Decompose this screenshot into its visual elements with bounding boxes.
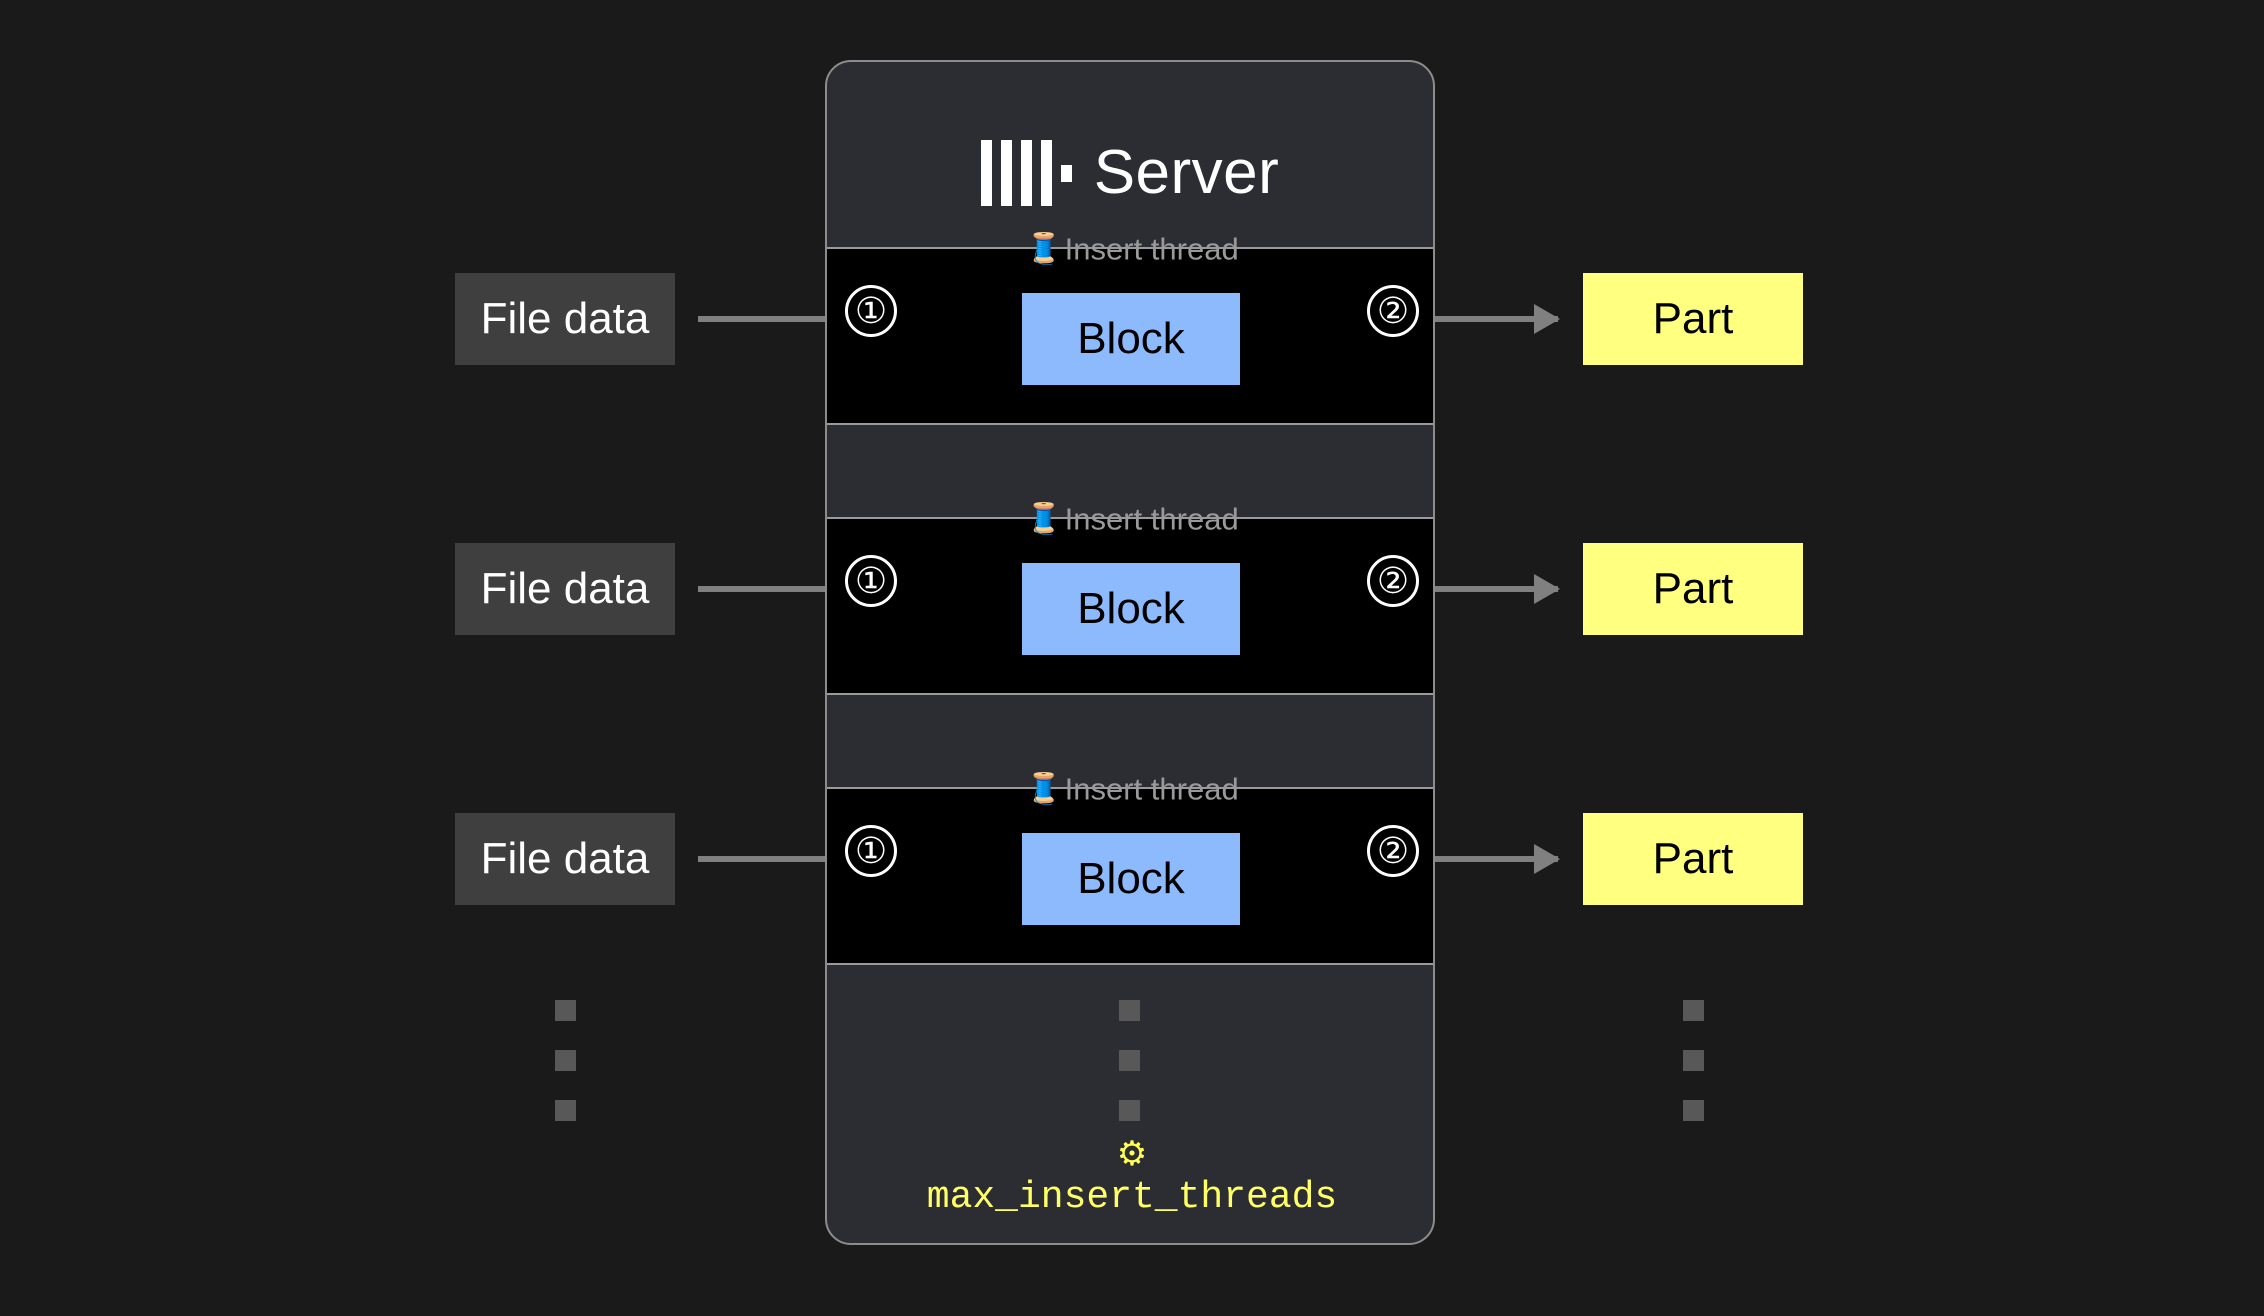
- server-card: Server 🧵 Insert thread ① ② Block 🧵 Inser…: [825, 60, 1435, 1245]
- thread-spool-icon: 🧵: [1025, 502, 1063, 535]
- ellipsis-square: [555, 1050, 576, 1071]
- setting-name: max_insert_threads: [926, 1176, 1338, 1219]
- part-label: Part: [1652, 294, 1734, 343]
- clickhouse-logo-icon: [980, 140, 1072, 206]
- file-data-label: File data: [480, 294, 650, 343]
- file-data-box-2: File data: [455, 543, 675, 635]
- part-box-3: Part: [1583, 813, 1803, 905]
- insert-thread-text: Insert thread: [1064, 771, 1239, 807]
- block-box-2: Block: [1022, 563, 1240, 655]
- ellipsis-right: [1683, 1000, 1704, 1121]
- ellipsis-square: [1683, 1050, 1704, 1071]
- part-box-2: Part: [1583, 543, 1803, 635]
- block-box-1: Block: [1022, 293, 1240, 385]
- insert-thread-text: Insert thread: [1064, 231, 1239, 267]
- insert-thread-label-3: 🧵 Insert thread: [1021, 774, 1242, 805]
- ellipsis-square: [1119, 1050, 1140, 1071]
- ellipsis-left: [555, 1000, 576, 1121]
- file-data-label: File data: [480, 834, 650, 883]
- thread-spool-icon: 🧵: [1025, 772, 1063, 805]
- part-label: Part: [1652, 564, 1734, 613]
- insert-thread-label-1: 🧵 Insert thread: [1021, 234, 1242, 265]
- file-data-box-1: File data: [455, 273, 675, 365]
- file-data-label: File data: [480, 564, 650, 613]
- server-title-text: Server: [1093, 138, 1280, 207]
- setting-footer: ⚙ max_insert_threads: [827, 1135, 1433, 1219]
- step-number-2-out: ②: [1367, 825, 1419, 877]
- ellipsis-center: [1119, 1000, 1140, 1121]
- block-label: Block: [1077, 314, 1185, 363]
- ellipsis-square: [555, 1000, 576, 1021]
- part-label: Part: [1652, 834, 1734, 883]
- insert-thread-label-2: 🧵 Insert thread: [1021, 504, 1242, 535]
- insert-thread-band-3: 🧵 Insert thread ① ② Block: [827, 774, 1433, 965]
- step-number-1-in: ①: [845, 825, 897, 877]
- step-number-2-out: ②: [1367, 285, 1419, 337]
- insert-thread-text: Insert thread: [1064, 501, 1239, 537]
- block-box-3: Block: [1022, 833, 1240, 925]
- block-label: Block: [1077, 854, 1185, 903]
- ellipsis-square: [555, 1100, 576, 1121]
- step-number-1-in: ①: [845, 555, 897, 607]
- part-box-1: Part: [1583, 273, 1803, 365]
- ellipsis-square: [1683, 1000, 1704, 1021]
- ellipsis-square: [1119, 1100, 1140, 1121]
- insert-thread-band-2: 🧵 Insert thread ① ② Block: [827, 504, 1433, 695]
- server-title: Server: [827, 140, 1433, 206]
- thread-spool-icon: 🧵: [1025, 232, 1063, 265]
- ellipsis-square: [1683, 1100, 1704, 1121]
- ellipsis-square: [1119, 1000, 1140, 1021]
- step-number-2-out: ②: [1367, 555, 1419, 607]
- gear-icon: ⚙: [1116, 1135, 1148, 1173]
- block-label: Block: [1077, 584, 1185, 633]
- step-number-1-in: ①: [845, 285, 897, 337]
- insert-thread-band-1: 🧵 Insert thread ① ② Block: [827, 234, 1433, 425]
- file-data-box-3: File data: [455, 813, 675, 905]
